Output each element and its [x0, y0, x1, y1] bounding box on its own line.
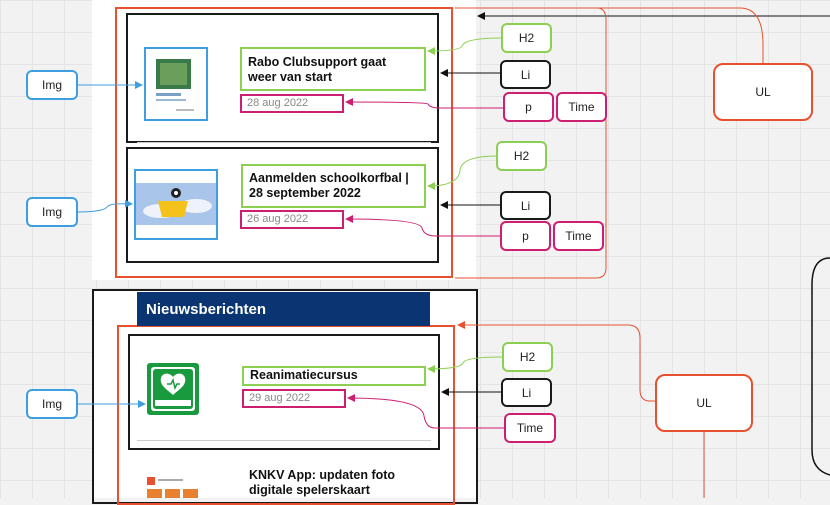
article-2-title[interactable]: Aanmelden schoolkorfbal | 28 september 2… [241, 164, 426, 208]
article-3-date: 29 aug 2022 [242, 389, 346, 408]
ul-label: UL [655, 374, 753, 432]
ul-label: UL [713, 63, 813, 121]
article-3-image [147, 363, 199, 415]
h2-label: H2 [496, 141, 547, 171]
time-label: Time [553, 221, 604, 251]
ul-outline-top [115, 7, 453, 278]
img-label: Img [26, 70, 78, 100]
article-1-title[interactable]: Rabo Clubsupport gaat weer van start [240, 47, 426, 91]
article-4-image [145, 473, 207, 498]
time-label: Time [504, 413, 556, 443]
img-label: Img [26, 389, 78, 419]
li-label: Li [500, 60, 551, 89]
p-label: p [503, 92, 554, 122]
article-1-image [144, 47, 208, 121]
article-2-date: 26 aug 2022 [240, 210, 344, 229]
news-header: Nieuwsberichten [137, 292, 430, 326]
divider [137, 142, 431, 143]
li-label: Li [500, 191, 551, 220]
li-label: Li [501, 378, 552, 407]
h2-label: H2 [501, 23, 552, 53]
article-1-date: 28 aug 2022 [240, 94, 344, 113]
img-label: Img [26, 197, 78, 227]
article-2-image [134, 169, 218, 240]
time-label: Time [556, 92, 607, 122]
li-box-3 [128, 334, 440, 450]
article-4-title[interactable]: KNKV App: updaten foto digitale spelersk… [249, 468, 396, 497]
h2-label: H2 [502, 342, 553, 372]
divider [137, 440, 431, 441]
p-label: p [500, 221, 551, 251]
article-3-title[interactable]: Reanimatiecursus [242, 366, 426, 386]
